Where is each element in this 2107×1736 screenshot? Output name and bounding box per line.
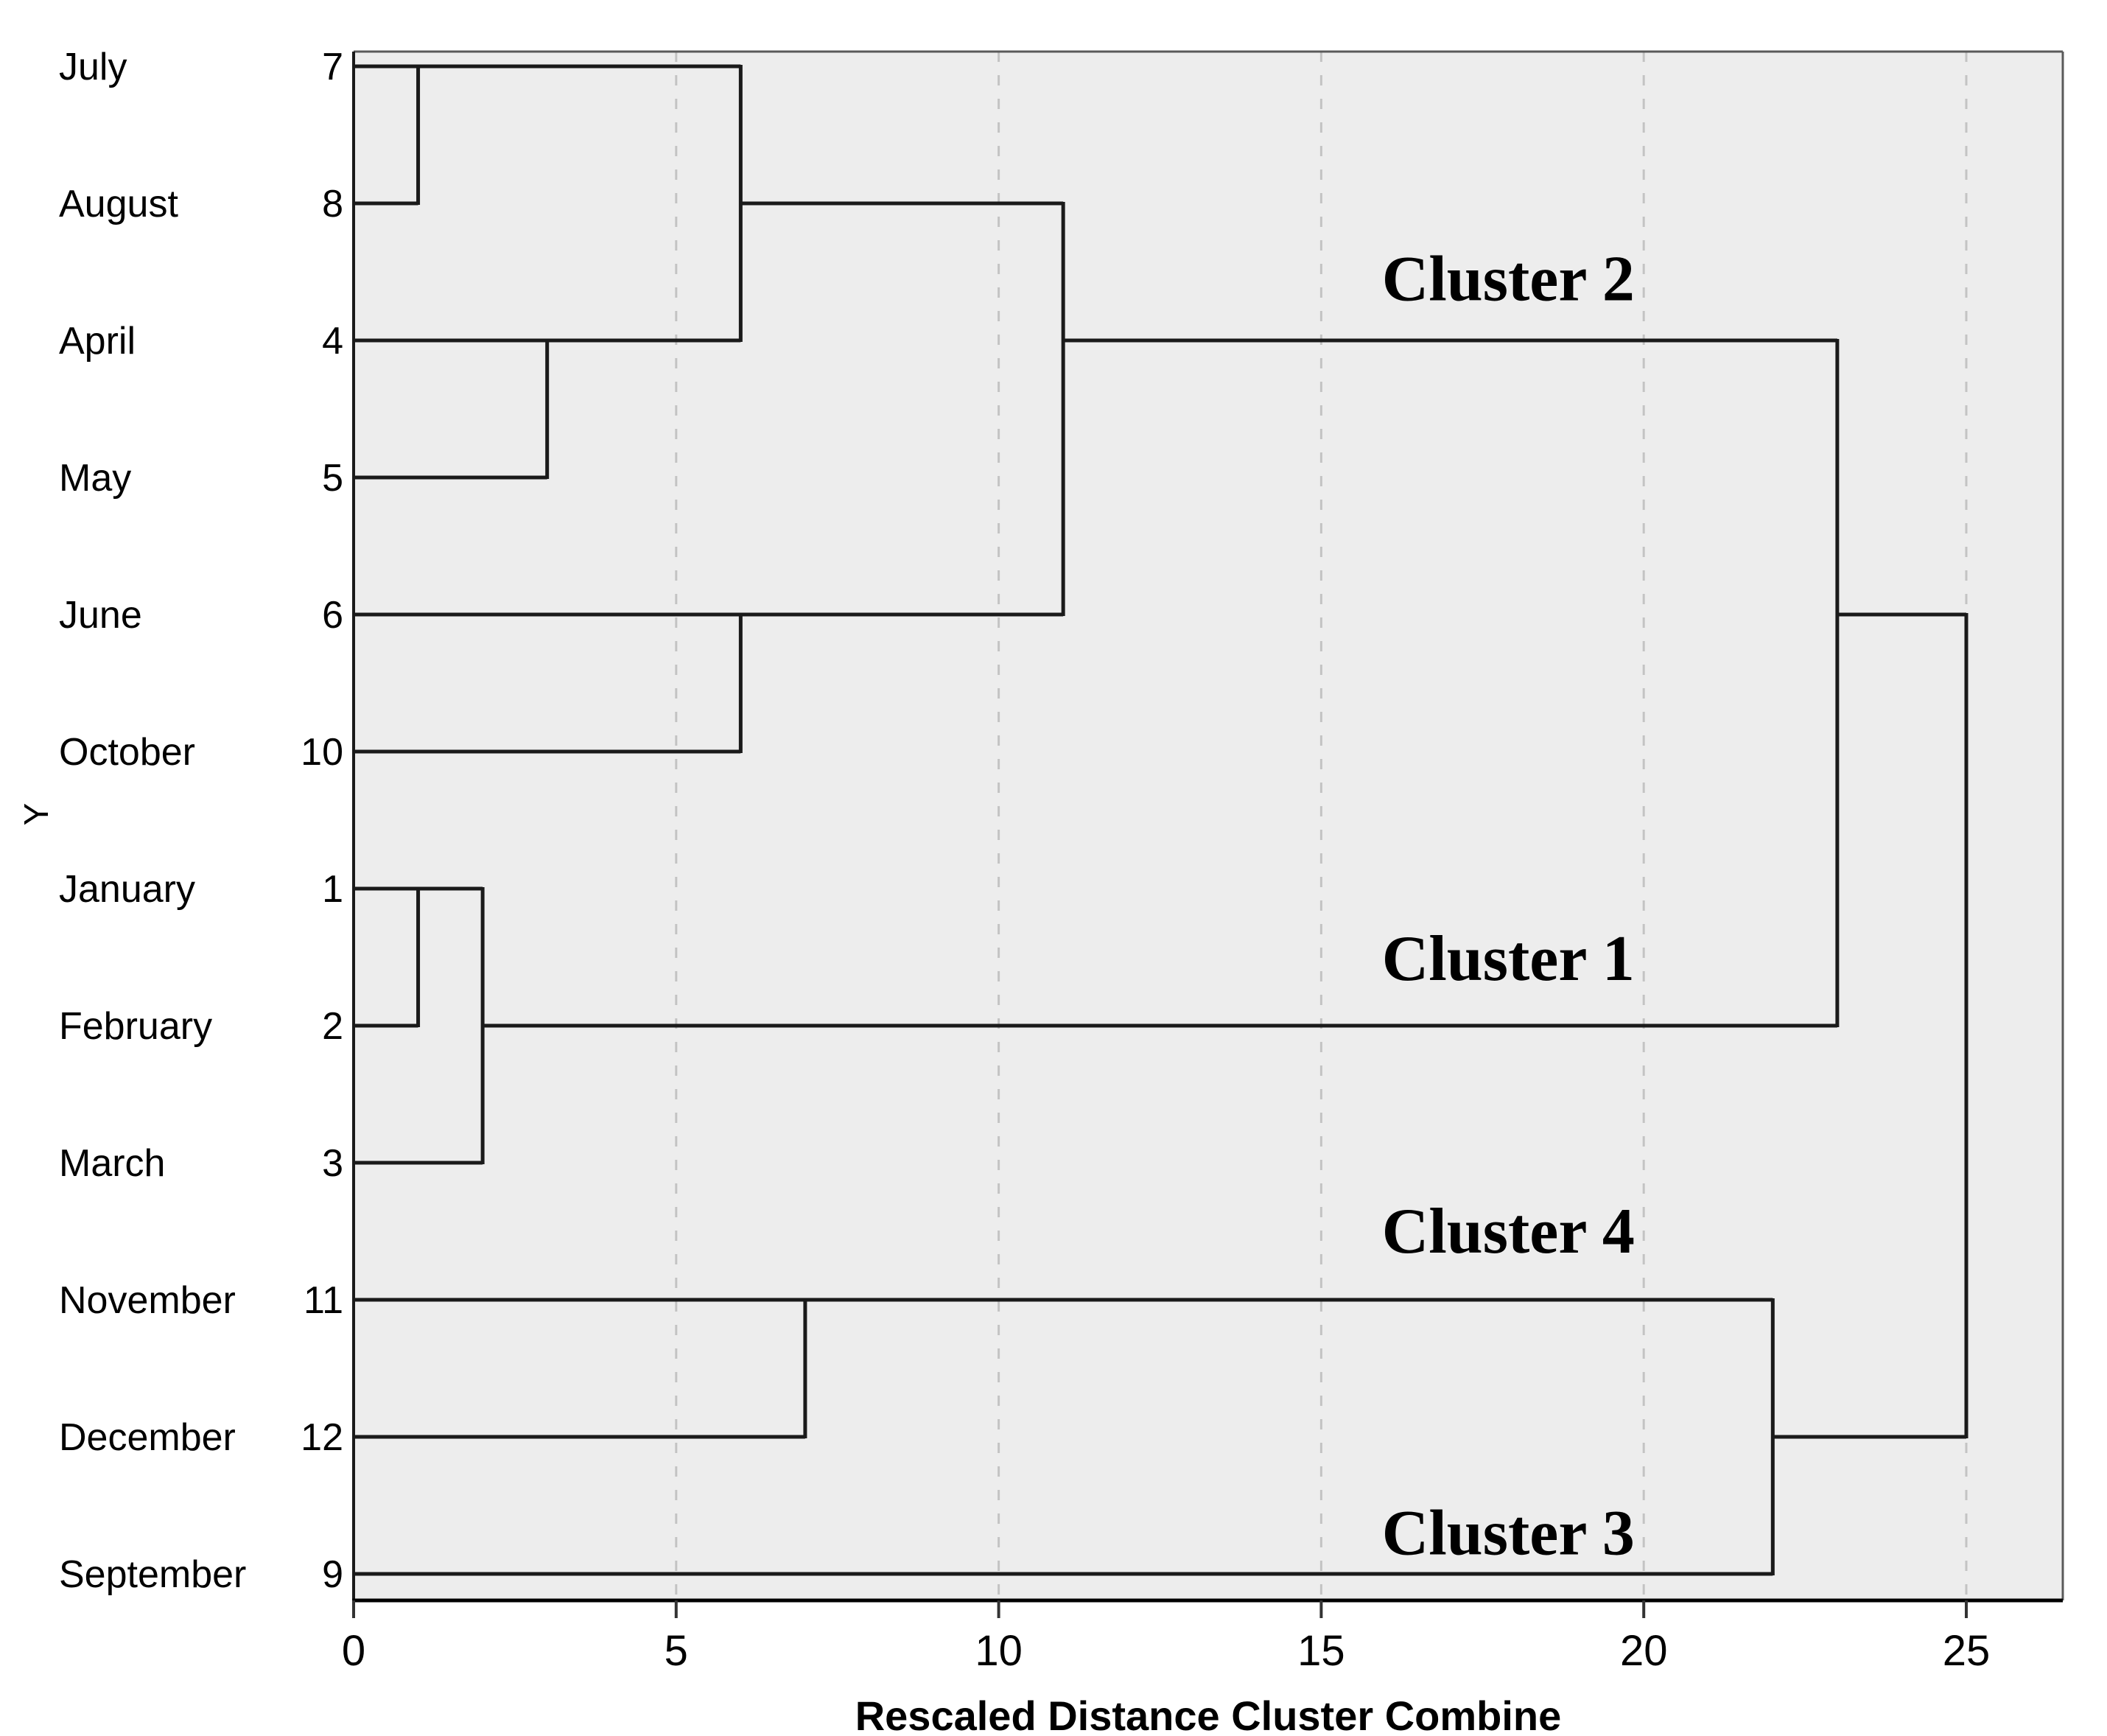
leaf-label: September — [59, 1553, 246, 1596]
leaf-number: 4 — [322, 320, 343, 363]
cluster-annotation: Cluster 1 — [1382, 923, 1635, 995]
dendrogram-links-group — [354, 64, 1968, 1576]
leaf-label: May — [59, 457, 131, 500]
leaf-number: 12 — [301, 1416, 343, 1459]
leaf-number: 11 — [304, 1279, 343, 1322]
plot-border-group — [352, 50, 2064, 1603]
leaf-label: February — [59, 1005, 212, 1048]
cluster-annotation: Cluster 4 — [1382, 1196, 1635, 1267]
leaf-label: April — [59, 320, 136, 363]
leaf-number: 7 — [322, 46, 343, 88]
x-tick-label: 10 — [975, 1627, 1023, 1675]
leaf-number: 10 — [301, 731, 343, 774]
cluster-annotation: Cluster 3 — [1382, 1497, 1635, 1569]
leaf-label: October — [59, 731, 195, 774]
leaf-number: 6 — [322, 594, 343, 637]
x-tick-label: 5 — [665, 1627, 688, 1675]
leaf-label: July — [59, 46, 127, 88]
leaf-number: 3 — [322, 1142, 343, 1185]
x-tick-label: 0 — [342, 1627, 365, 1675]
x-tick-label: 20 — [1620, 1627, 1668, 1675]
leaf-number: 5 — [322, 457, 343, 500]
leaf-label: June — [59, 594, 142, 637]
plot-background — [354, 52, 2063, 1600]
cluster-annotation: Cluster 2 — [1382, 243, 1635, 315]
leaf-label: January — [59, 868, 195, 911]
x-axis-title: Rescaled Distance Cluster Combine — [855, 1693, 1562, 1736]
leaf-label: March — [59, 1142, 165, 1185]
leaf-label: December — [59, 1416, 236, 1459]
y-axis-label: Y — [17, 803, 55, 826]
leaf-label: August — [59, 183, 178, 225]
leaf-number: 8 — [322, 183, 343, 225]
x-tick-label: 25 — [1943, 1627, 1991, 1675]
leaf-number: 1 — [322, 868, 343, 911]
leaf-label: November — [59, 1279, 236, 1322]
leaf-number: 2 — [322, 1005, 343, 1048]
leaf-number: 9 — [322, 1553, 343, 1596]
cluster-labels-group: Cluster 2 Cluster 1 Cluster 4 Cluster 3 — [1382, 243, 1635, 1569]
x-tick-label: 15 — [1297, 1627, 1345, 1675]
x-axis-ticks-group: 0 5 10 15 20 25 — [342, 1600, 1990, 1675]
